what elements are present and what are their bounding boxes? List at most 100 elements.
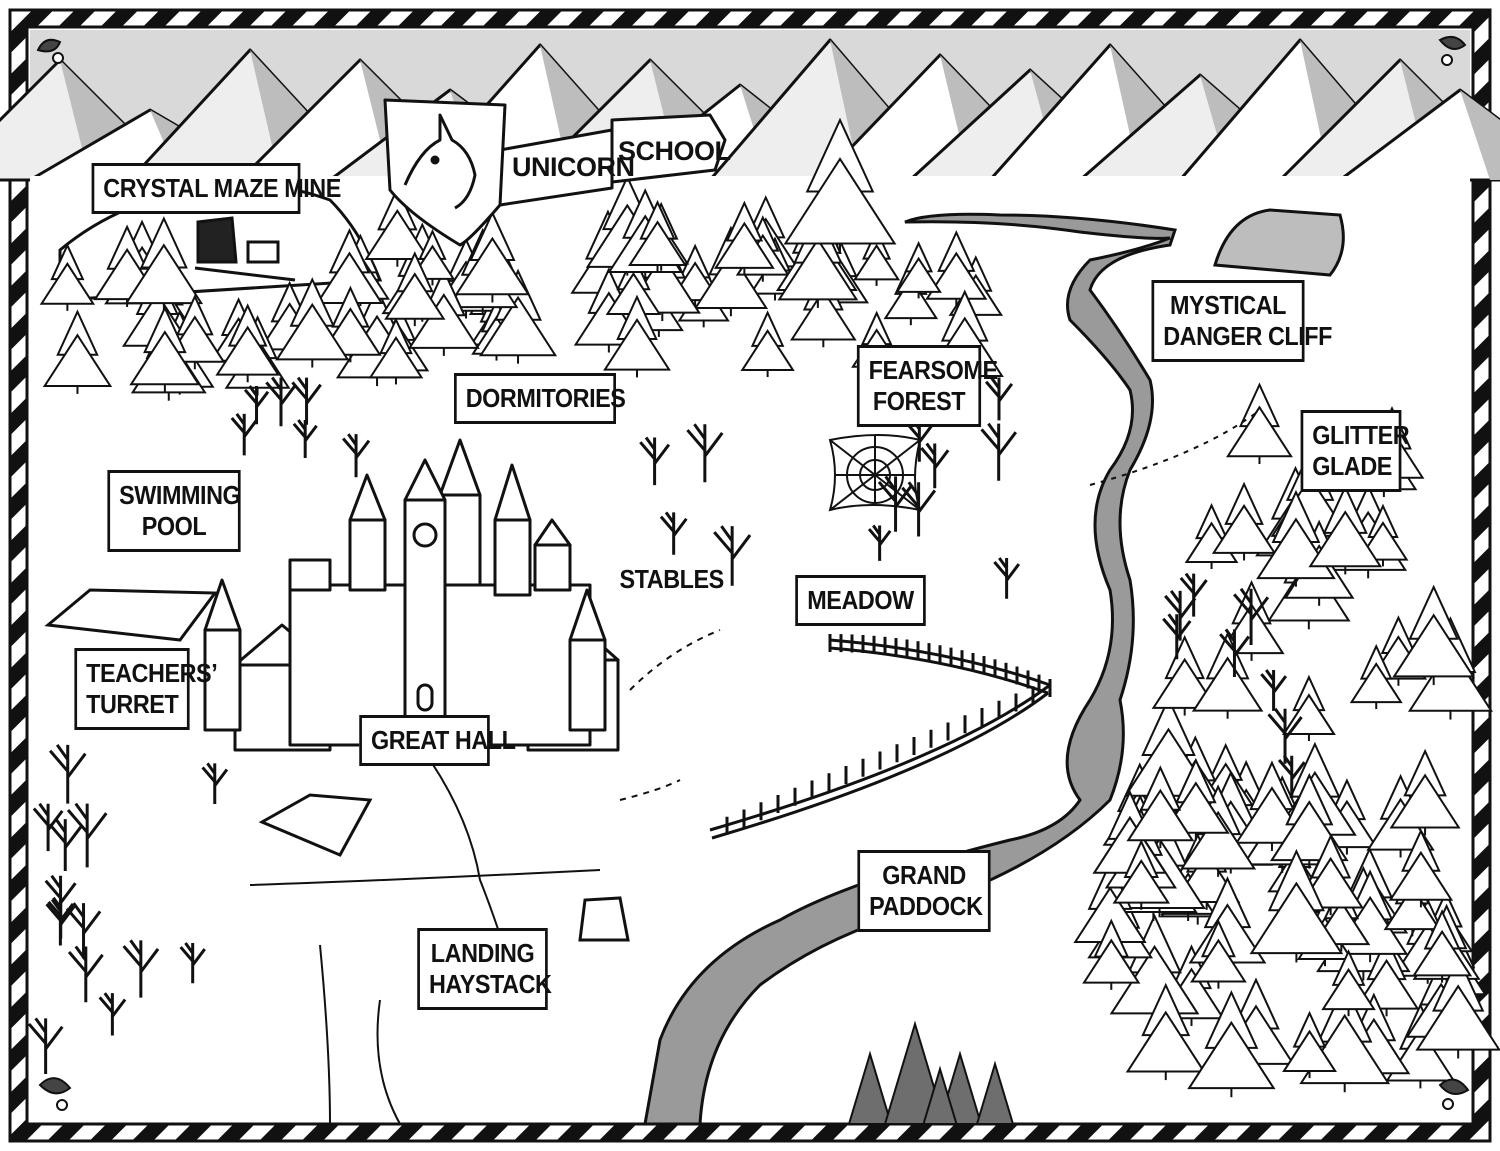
bare-tree-icon: [122, 939, 160, 998]
pine-tree-icon: [384, 251, 446, 327]
label-swimming-pool[interactable]: SWIMMING POOL: [107, 470, 241, 552]
unicorn-crest-icon: [383, 98, 507, 247]
label-line: GLADE: [1312, 451, 1392, 481]
pine-tree-icon: [713, 200, 775, 276]
bare-tree-icon: [1219, 628, 1250, 677]
label-line: GREAT HALL: [370, 725, 516, 755]
ice-rink: [258, 793, 373, 857]
label-line: MEADOW: [807, 585, 914, 615]
pine-tree-icon: [454, 210, 531, 303]
bare-tree-icon: [27, 1017, 64, 1074]
label-line: DORMITORIES: [465, 383, 626, 413]
pine-tree-icon: [215, 303, 280, 383]
bare-tree-icon: [48, 744, 87, 804]
pine-tree-icon: [368, 317, 424, 385]
bare-tree-icon: [993, 557, 1021, 599]
bare-tree-icon: [66, 802, 108, 868]
bare-tree-icon: [179, 942, 206, 984]
label-line: FEARSOME: [868, 355, 998, 385]
label-glitter-glade[interactable]: GLITTER GLADE: [1300, 410, 1410, 492]
bare-tree-icon: [47, 896, 75, 939]
label-line: TEACHERS’: [86, 658, 218, 688]
pine-tree-icon: [740, 310, 795, 378]
pine-tree-icon: [895, 240, 942, 299]
label-line: SWIMMING: [119, 480, 241, 510]
pine-tree-icon: [1282, 1010, 1337, 1079]
pine-tree-icon: [315, 228, 384, 311]
label-mystical-danger-cliff[interactable]: MYSTICAL DANGER CLIFF: [1151, 280, 1332, 362]
pine-tree-icon: [129, 305, 201, 393]
pine-tree-icon: [603, 294, 671, 378]
bare-tree-icon: [1162, 613, 1192, 660]
pine-tree-icon: [1126, 765, 1195, 849]
bare-tree-icon: [1233, 587, 1270, 645]
bare-tree-icon: [980, 422, 1018, 481]
label-crystal-maze-mine[interactable]: CRYSTAL MAZE MINE: [91, 163, 341, 214]
swimming-pool: [44, 588, 218, 642]
bare-tree-icon: [67, 945, 104, 1003]
bare-tree-icon: [1179, 572, 1208, 617]
pine-tree-icon: [1249, 848, 1344, 963]
fence-posts: [725, 634, 1052, 835]
label-line: MYSTICAL: [1169, 290, 1286, 320]
label-line: DANGER CLIFF: [1163, 321, 1332, 351]
pine-tree-icon: [925, 230, 988, 307]
bare-tree-icon: [1267, 707, 1303, 764]
label-line: TURRET: [86, 689, 179, 719]
bare-tree-icon: [984, 376, 1014, 421]
dark-pines: [847, 1020, 1015, 1125]
label-teachers-turret[interactable]: TEACHERS’ TURRET: [74, 648, 218, 730]
spider-web-icon: [828, 434, 922, 512]
pine-tree-icon: [1388, 828, 1454, 908]
holly-corner-icon: [36, 35, 1470, 1111]
label-line: FOREST: [872, 386, 966, 416]
mountain-shadow: [1460, 90, 1500, 180]
bare-tree-icon: [341, 433, 371, 478]
bare-tree-icon: [639, 436, 671, 486]
bare-tree-icon: [243, 385, 270, 425]
label-line: GLITTER: [1312, 420, 1410, 450]
label-line: GRAND: [882, 860, 966, 890]
label-landing-haystack[interactable]: LANDING HAYSTACK: [417, 928, 552, 1010]
label-stables[interactable]: STABLES: [611, 557, 725, 602]
bare-tree-icon: [920, 442, 950, 489]
pine-tree-icon: [1349, 643, 1403, 710]
cliff: [1213, 208, 1345, 277]
pine-tree-icon: [783, 117, 897, 254]
bare-tree-icon: [48, 818, 83, 871]
forest-trees: [39, 117, 1500, 1098]
label-line: HAYSTACK: [428, 969, 552, 999]
bare-tree-icon: [32, 802, 64, 852]
label-line: CRYSTAL MAZE MINE: [103, 173, 341, 203]
bare-tree-icon: [65, 902, 102, 959]
pine-tree-icon: [1389, 748, 1461, 836]
school-title-unicorn: UNICORN: [512, 152, 635, 182]
pine-tree-icon: [1082, 918, 1141, 990]
label-line: POOL: [141, 511, 207, 541]
pine-tree-icon: [1321, 949, 1376, 1017]
haystack-icon: [578, 896, 630, 942]
label-meadow[interactable]: MEADOW: [795, 575, 926, 626]
label-line: LANDING: [430, 938, 535, 968]
label-grand-paddock[interactable]: GRAND PADDOCK: [857, 850, 991, 932]
label-great-hall[interactable]: GREAT HALL: [359, 715, 516, 766]
pine-tree-icon: [1234, 760, 1310, 851]
school-banner: [383, 98, 727, 247]
pine-tree-icon: [124, 216, 204, 312]
pine-tree-icon: [1308, 484, 1383, 575]
bare-tree-icon: [291, 376, 322, 425]
bare-tree-icon: [230, 412, 258, 456]
pine-tree-icon: [1226, 382, 1293, 465]
bare-tree-icon: [292, 419, 318, 458]
pine-tree-icon: [1415, 954, 1500, 1059]
label-fearsome-forest[interactable]: FEARSOME FOREST: [856, 345, 998, 427]
pine-tree-icon: [627, 199, 688, 273]
bare-tree-icon: [877, 475, 914, 532]
pine-tree-icon: [1190, 919, 1247, 989]
bare-tree-icon: [98, 992, 127, 1036]
pine-tree-icon: [42, 309, 113, 394]
pine-tree-icon: [1191, 631, 1264, 719]
label-dormitories[interactable]: DORMITORIES: [454, 373, 626, 424]
pine-tree-icon: [1353, 936, 1420, 1017]
